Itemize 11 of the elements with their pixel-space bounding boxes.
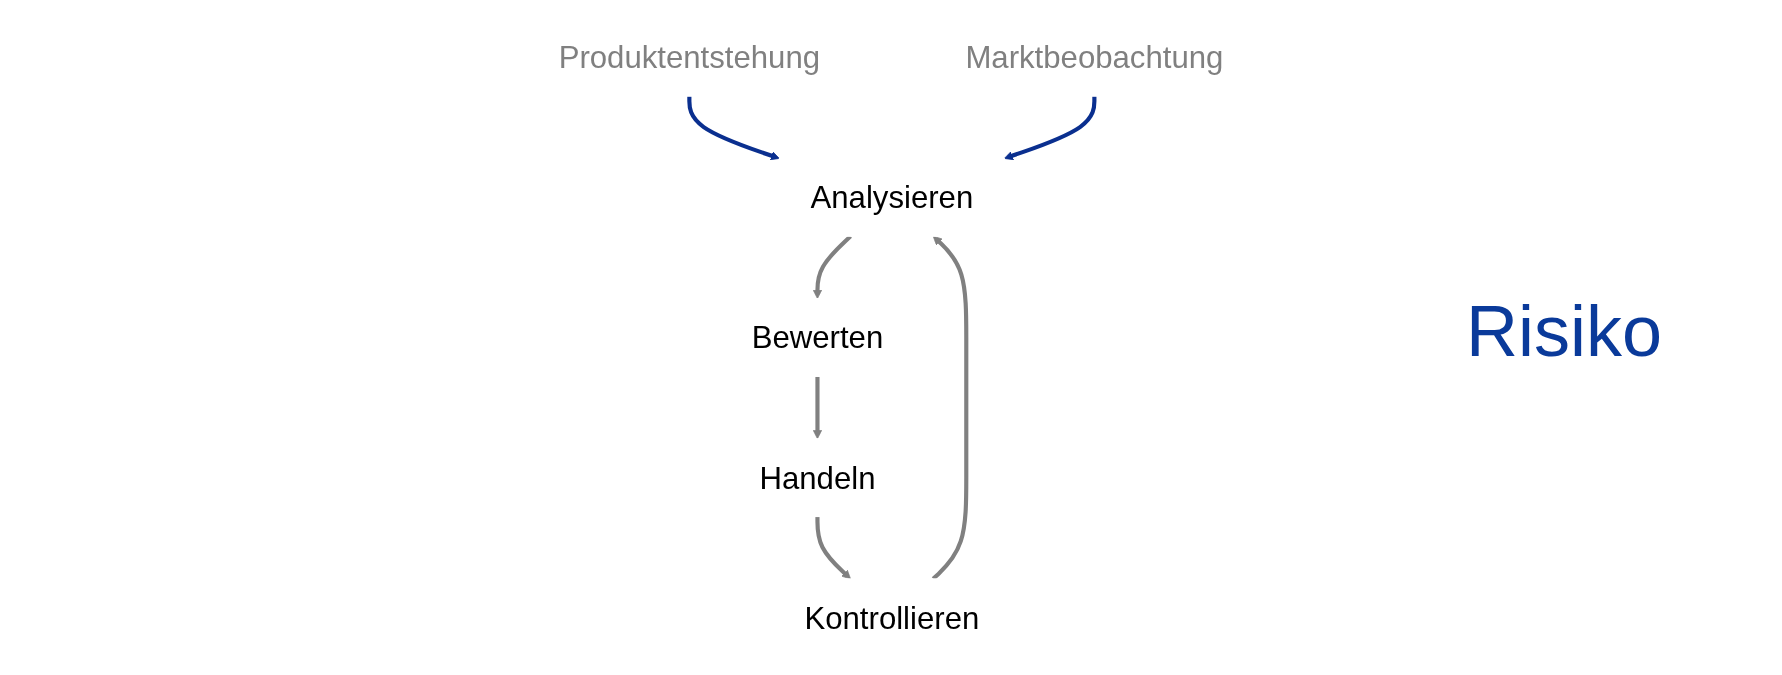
center-label: Risiko bbox=[1465, 290, 1662, 372]
node-text: Produktentstehung bbox=[558, 40, 821, 75]
arrow bbox=[815, 516, 851, 580]
node-text: Kontrollieren bbox=[804, 600, 980, 635]
node-text: Bewerten bbox=[751, 320, 884, 355]
node-text: Analysieren bbox=[810, 180, 974, 215]
arrow bbox=[812, 376, 822, 440]
node-text: Marktbeobachtung bbox=[965, 40, 1224, 75]
arrow bbox=[1003, 96, 1097, 161]
arrow bbox=[687, 96, 780, 161]
node-text: Handeln bbox=[759, 460, 876, 495]
